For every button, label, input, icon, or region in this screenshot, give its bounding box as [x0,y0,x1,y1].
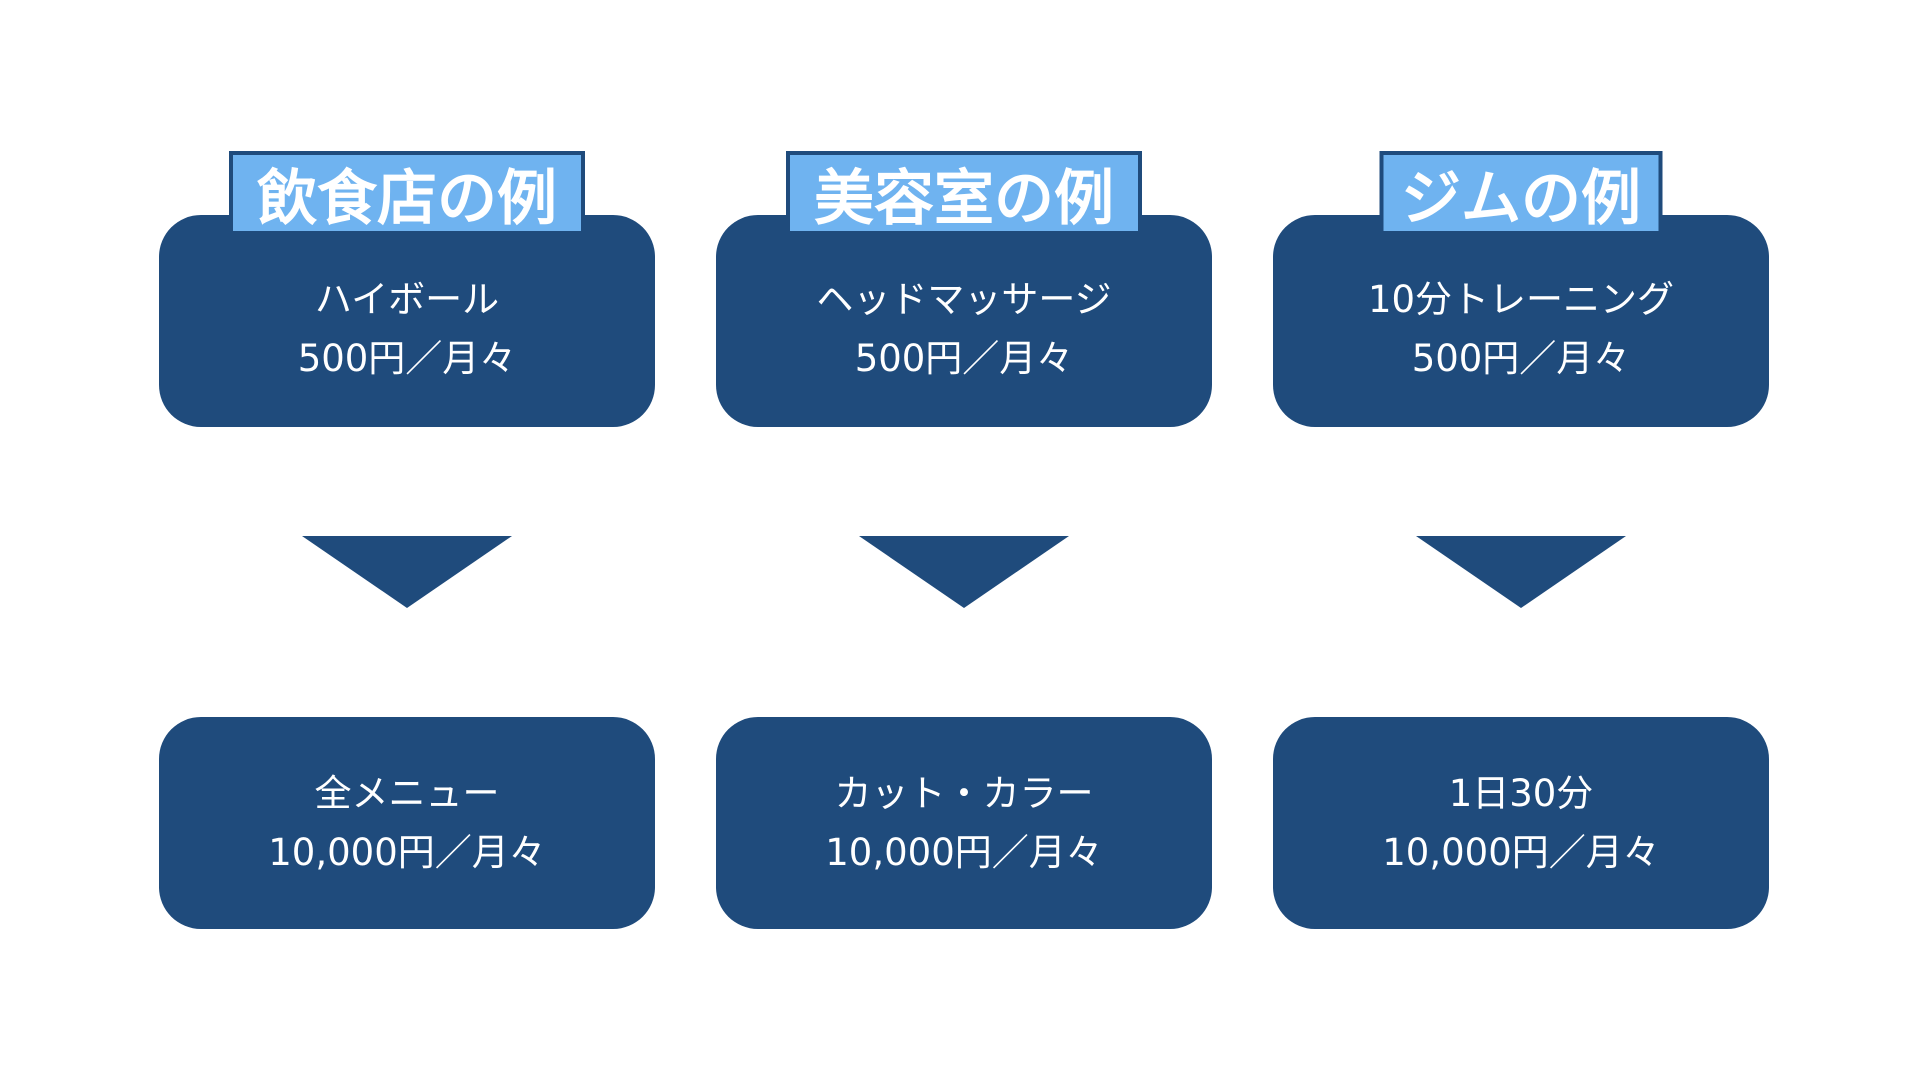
top-plan-item: ハイボール [314,278,500,321]
column-gym: ジムの例 10分トレーニング 500円／月々 1日30分 10,000円／月々 [1273,0,1769,1080]
bottom-plan-price: 10,000円／月々 [825,831,1103,874]
column-title: 飲食店の例 [229,151,585,234]
top-plan-price: 500円／月々 [854,337,1074,380]
bottom-plan-box: 1日30分 10,000円／月々 [1273,717,1769,929]
bottom-plan-price: 10,000円／月々 [268,831,546,874]
bottom-plan-item: 1日30分 [1448,772,1594,815]
column-restaurant: 飲食店の例 ハイボール 500円／月々 全メニュー 10,000円／月々 [159,0,655,1080]
column-title: ジムの例 [1379,151,1663,234]
down-arrow-icon [1416,536,1626,608]
top-plan-box: ヘッドマッサージ 500円／月々 [716,215,1212,427]
top-plan-item: ヘッドマッサージ [816,278,1112,321]
bottom-plan-box: 全メニュー 10,000円／月々 [159,717,655,929]
top-plan-item: 10分トレーニング [1367,278,1675,321]
top-plan-box: ハイボール 500円／月々 [159,215,655,427]
down-arrow-icon [302,536,512,608]
bottom-plan-box: カット・カラー 10,000円／月々 [716,717,1212,929]
column-title: 美容室の例 [786,151,1142,234]
top-plan-price: 500円／月々 [297,337,517,380]
bottom-plan-price: 10,000円／月々 [1382,831,1660,874]
bottom-plan-item: 全メニュー [314,772,500,815]
top-plan-box: 10分トレーニング 500円／月々 [1273,215,1769,427]
bottom-plan-item: カット・カラー [834,772,1094,815]
top-plan-price: 500円／月々 [1411,337,1631,380]
down-arrow-icon [859,536,1069,608]
column-salon: 美容室の例 ヘッドマッサージ 500円／月々 カット・カラー 10,000円／月… [716,0,1212,1080]
